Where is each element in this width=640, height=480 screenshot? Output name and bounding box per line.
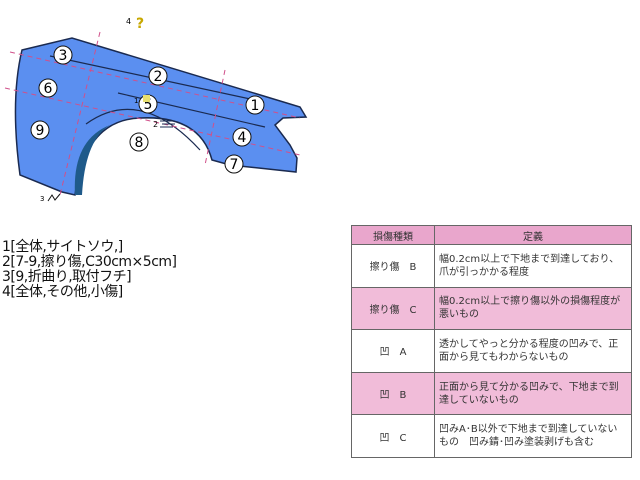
area-number: 4	[238, 130, 247, 146]
damage-definition: 幅0.2cm以上で下地まで到達しており、爪が引っかかる程度	[434, 244, 632, 288]
marker-1-label: 1	[134, 97, 138, 105]
area-number: 8	[135, 135, 144, 151]
note-3: 3[9,折曲り,取付フチ]	[2, 269, 132, 285]
marker-2-label: 2	[153, 120, 158, 129]
damage-notes: 1[全体,サイトソウ,] 2[7-9,擦り傷,C30cm×5cm] 3[9,折曲…	[2, 240, 177, 300]
inner-arch-line	[85, 108, 201, 151]
marker-1-icon	[143, 95, 150, 102]
area-circle	[38, 78, 58, 98]
area-label-4: 4	[232, 127, 252, 147]
damage-definition: 凹みA･B以外で下地まで到達していないもの 凹み錆･凹み塗装剥げも含む	[434, 414, 632, 458]
area-circle	[232, 127, 252, 147]
damage-definition: 透かしてやっと分かる程度の凹みで、正面から見てもわからないもの	[434, 329, 632, 373]
area-circle	[224, 154, 244, 174]
note-1: 1[全体,サイトソウ,]	[2, 239, 123, 255]
area-number: 5	[144, 97, 153, 113]
wheel-arch-edge	[74, 125, 110, 195]
area-circle	[53, 45, 73, 65]
area-number: 1	[251, 98, 260, 114]
question-marker-icon: ?	[136, 16, 144, 32]
note-2: 2[7-9,擦り傷,C30cm×5cm]	[2, 254, 177, 270]
area-circle	[129, 132, 149, 152]
damage-type: 凹 B	[351, 371, 435, 416]
area-number: 2	[154, 69, 163, 85]
scratch-marker-icon	[160, 120, 175, 128]
area-circle	[148, 66, 168, 86]
marker-3-label: 3	[40, 195, 44, 203]
area-label-7: 7	[224, 154, 244, 174]
damage-type: 凹 C	[351, 414, 435, 458]
damage-type: 擦り傷 B	[351, 244, 435, 288]
table-header: 損傷種類定義	[351, 225, 632, 245]
damage-definition: 幅0.2cm以上で擦り傷以外の損傷程度が悪いもの	[434, 286, 632, 331]
area-label-6: 6	[38, 78, 58, 98]
fender-diagram: 1 2 3 4 5 6 7 8 9 4 ? 1 2 3	[4, 16, 308, 203]
area-label-1: 1	[245, 95, 265, 115]
damage-definition: 正面から見て分かる凹みで、下地まで到達していないもの	[434, 371, 632, 416]
area-number: 7	[230, 157, 239, 173]
damage-type: 擦り傷 C	[351, 286, 435, 331]
area-number: 6	[44, 81, 53, 97]
area-label-3: 3	[53, 45, 73, 65]
header-type: 損傷種類	[351, 225, 435, 245]
header-definition: 定義	[434, 225, 632, 245]
bend-marker-icon	[47, 193, 61, 202]
area-circle	[30, 120, 50, 140]
area-label-8: 8	[129, 132, 149, 152]
area-label-2: 2	[148, 66, 168, 86]
area-number: 3	[59, 48, 68, 64]
note-4: 4[全体,その他,小傷]	[2, 284, 123, 300]
marker-4-label: 4	[126, 17, 131, 26]
area-label-9: 9	[30, 120, 50, 140]
area-number: 9	[36, 123, 45, 139]
damage-type: 凹 A	[351, 329, 435, 373]
area-circle	[245, 95, 265, 115]
